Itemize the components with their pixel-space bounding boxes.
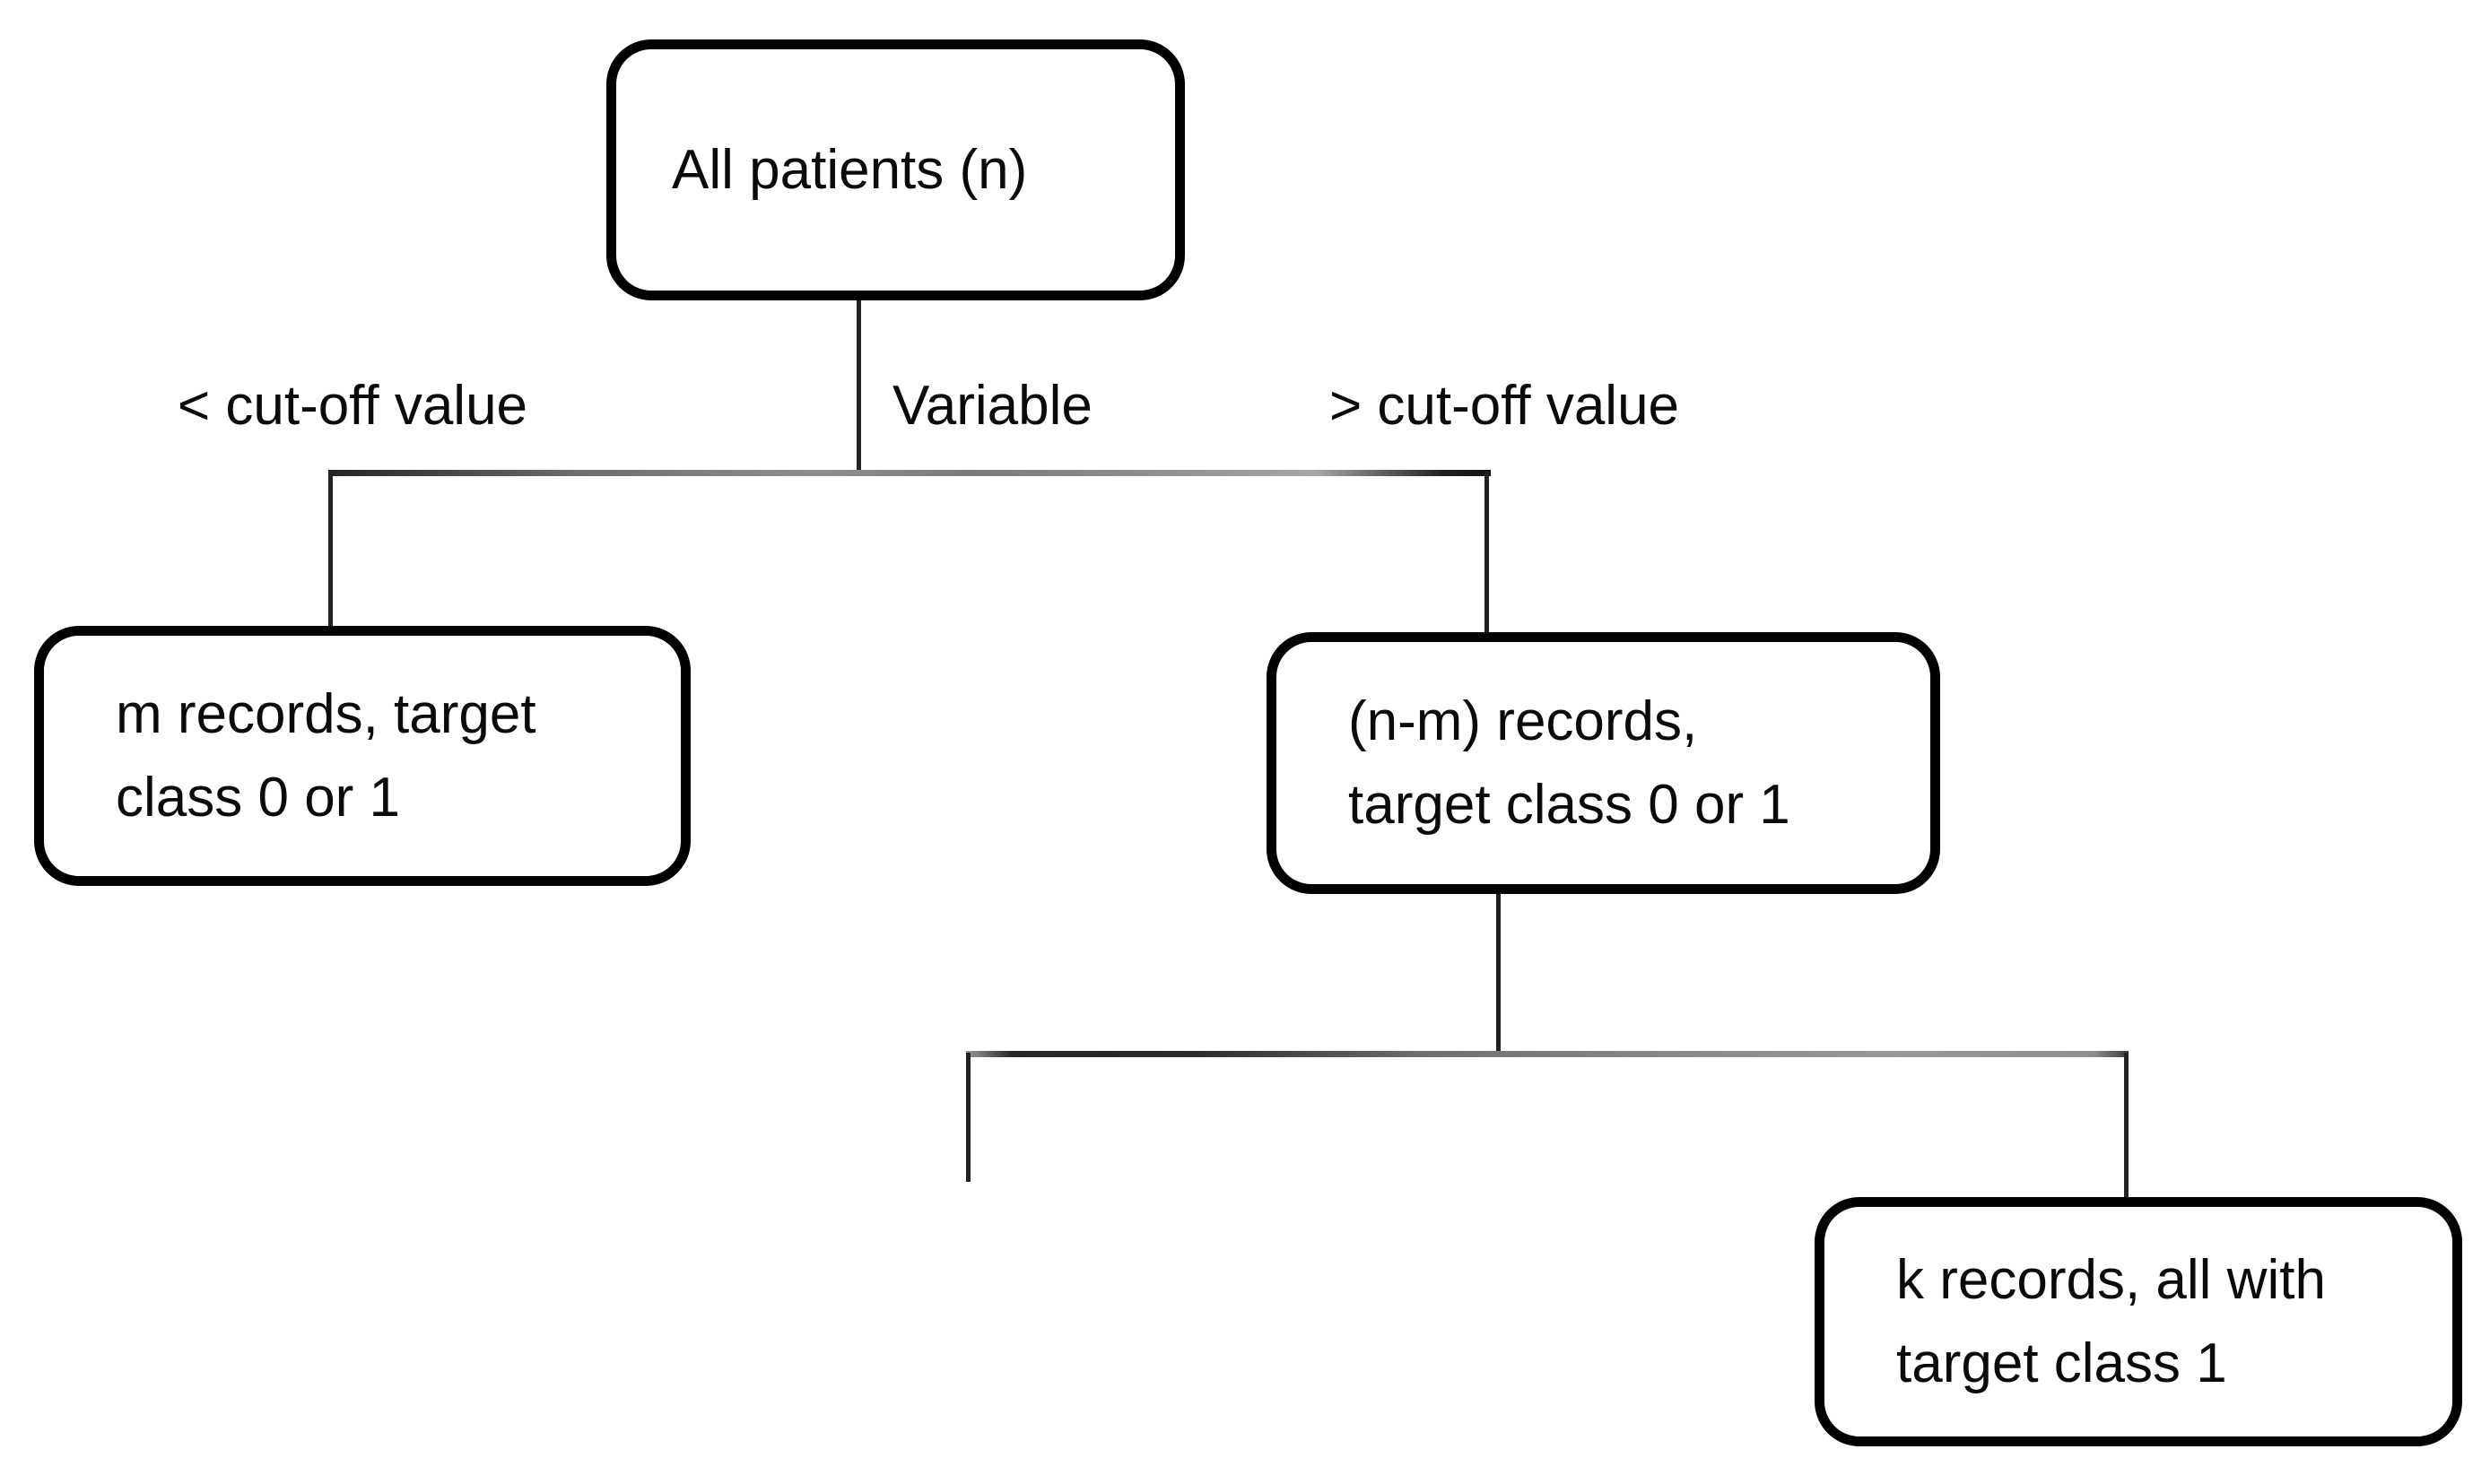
- split2-horizontal-line: [966, 1051, 2129, 1057]
- edge-label-less-than-cutoff: < cut-off value: [178, 375, 528, 437]
- node-all-patients-text: All patients (n): [672, 128, 1027, 212]
- split1-left-drop: [328, 472, 333, 631]
- connector-root-to-split1: [857, 299, 861, 476]
- node-text-line: target class 1: [1896, 1332, 2227, 1394]
- node-text-line: target class 0 or 1: [1348, 774, 1790, 836]
- split2-left-drop: [966, 1053, 971, 1182]
- node-m-records: m records, target class 0 or 1: [34, 626, 691, 886]
- split2-right-drop: [2124, 1053, 2129, 1202]
- node-all-patients: All patients (n): [606, 39, 1185, 300]
- node-text-line: k records, all with: [1896, 1249, 2326, 1311]
- node-text-line: class 0 or 1: [116, 767, 401, 829]
- split1-right-drop: [1484, 472, 1489, 639]
- node-n-minus-m-records-text: (n-m) records, target class 0 or 1: [1348, 680, 1790, 846]
- edge-label-variable: Variable: [892, 375, 1093, 437]
- node-text-line: (n-m) records,: [1348, 690, 1698, 752]
- node-text-line: All patients (n): [672, 139, 1028, 201]
- node-k-records-text: k records, all with target class 1: [1896, 1238, 2326, 1405]
- split1-horizontal-line: [328, 470, 1491, 476]
- node-m-records-text: m records, target class 0 or 1: [116, 673, 536, 839]
- node-k-records: k records, all with target class 1: [1815, 1197, 2462, 1446]
- node-text-line: m records, target: [116, 683, 536, 745]
- connector-right-to-split2: [1496, 892, 1501, 1055]
- edge-label-greater-than-cutoff: > cut-off value: [1329, 375, 1680, 437]
- node-n-minus-m-records: (n-m) records, target class 0 or 1: [1267, 632, 1940, 894]
